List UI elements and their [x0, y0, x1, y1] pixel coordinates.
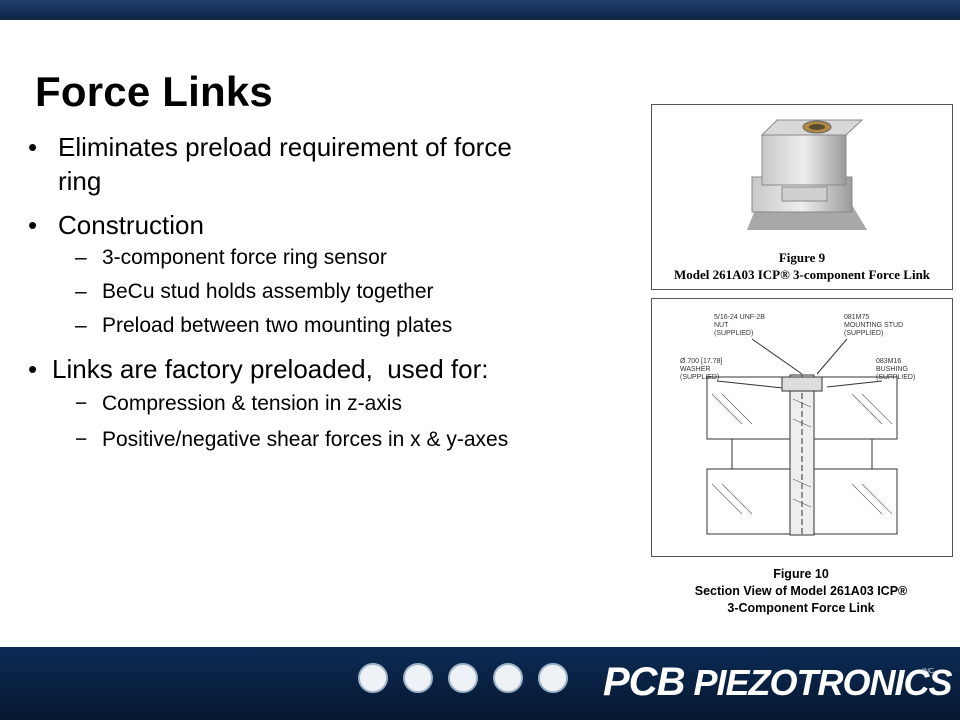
callout-washer-line2: WASHER	[680, 366, 710, 373]
figure-10-frame: 5/16-24 UNF-2B NUT (SUPPLIED) 081M75 MOU…	[651, 298, 953, 557]
dash-marker: −	[75, 392, 88, 415]
bullet-item: • Construction	[20, 208, 640, 242]
bullet-text: Links are factory preloaded, used for:	[52, 354, 489, 384]
caption-description-2: 3-Component Force Link	[727, 601, 875, 615]
sub-bullet-item: – BeCu stud holds assembly together	[20, 278, 640, 306]
sub-bullet-item: – Preload between two mounting plates	[20, 312, 640, 340]
callout-nut-line1: 5/16-24 UNF-2B	[714, 314, 765, 321]
bullet-list: • Eliminates preload requirement of forc…	[20, 130, 640, 454]
dash-marker: –	[75, 314, 87, 337]
sub-bullet-text: Preload between two mounting plates	[102, 314, 453, 337]
logo-piezotronics: PIEZOTRONICS	[693, 662, 952, 703]
callout-bushing-line1: 083M16	[876, 358, 901, 365]
sub-bullet-item: − Positive/negative shear forces in x & …	[20, 426, 640, 454]
pcb-logo: PCB PIEZOTRONICS	[603, 660, 953, 705]
acoustic-icon	[493, 663, 523, 693]
sub-bullet-item: – 3-component force ring sensor	[20, 244, 640, 272]
accelerometer-icon	[448, 663, 478, 693]
sub-bullet-item: − Compression & tension in z-axis	[20, 390, 640, 418]
bullet-text: Construction	[58, 210, 204, 240]
logo-pcb: PCB	[603, 660, 685, 704]
section-view-drawing: 5/16-24 UNF-2B NUT (SUPPLIED) 081M75 MOU…	[680, 314, 915, 536]
sub-bullet-text: 3-component force ring sensor	[102, 246, 387, 269]
callout-stud-line1: 081M75	[844, 314, 869, 321]
callout-nut-line2: NUT	[714, 322, 729, 329]
sub-bullet-text: Positive/negative shear forces in x & y-…	[102, 428, 509, 451]
force-icon	[538, 663, 568, 693]
bullet-dot: •	[28, 132, 38, 162]
pressure-icon	[403, 663, 433, 693]
caption-title: Figure 9	[778, 250, 826, 265]
top-band	[0, 0, 960, 20]
slide-title: Force Links	[35, 68, 273, 115]
bullet-item: • Links are factory preloaded, used for:	[20, 352, 640, 386]
callout-nut-line3: (SUPPLIED)	[714, 330, 753, 337]
sub-bullet-text: BeCu stud holds assembly together	[102, 280, 434, 303]
dash-marker: –	[75, 246, 87, 269]
caption-description: Section View of Model 261A03 ICP®	[694, 584, 908, 598]
bullet-dot: •	[28, 354, 38, 384]
sub-bullet-text: Compression & tension in z-axis	[102, 392, 402, 415]
callout-bushing-line2: BUSHING	[876, 366, 908, 373]
logo-inc: INC.	[922, 668, 936, 675]
dash-marker: –	[75, 280, 87, 303]
callout-stud-line2: MOUNTING STUD	[844, 322, 903, 329]
callout-washer-line1: Ø.700 [17.78]	[680, 358, 722, 365]
sensor-icon	[358, 663, 388, 693]
caption-title: Figure 10	[773, 567, 829, 581]
caption-description: Model 261A03 ICP® 3-component Force Link	[673, 267, 931, 282]
figure-9-caption: Figure 9 Model 261A03 ICP® 3-component F…	[652, 249, 952, 283]
bullet-text: Eliminates preload requirement of force …	[58, 132, 512, 196]
bullet-item: • Eliminates preload requirement of forc…	[20, 130, 640, 198]
callout-washer-line3: (SUPPLIED)	[680, 374, 719, 381]
callout-stud-line3: (SUPPLIED)	[844, 330, 883, 337]
force-link-photo	[747, 119, 867, 230]
figure-10-caption: Figure 10 Section View of Model 261A03 I…	[651, 566, 951, 617]
bullet-dot: •	[28, 210, 38, 240]
dash-marker: −	[75, 428, 88, 451]
footer-band	[0, 647, 960, 720]
figure-9-frame: Figure 9 Model 261A03 ICP® 3-component F…	[651, 104, 953, 290]
